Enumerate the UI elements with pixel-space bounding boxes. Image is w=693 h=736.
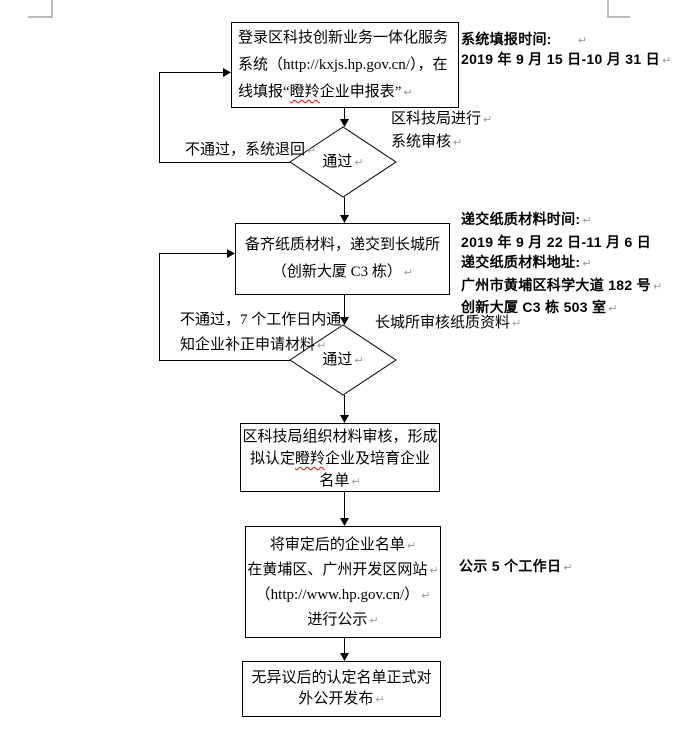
return-mark: ↵ <box>354 156 364 169</box>
ann2-line3: 递交纸质材料地址:↵ <box>461 254 592 270</box>
annotation-system-filing-time: 系统填报时间:↵ 2019 年 9 月 15 日-10 月 31 日↵ <box>461 30 671 70</box>
decision2-label: 通过↵ <box>322 352 364 368</box>
box3-line2: 拟认定瞪羚企业及培育企业 <box>249 451 431 467</box>
spellcheck-underline: 瞪羚 <box>294 451 325 467</box>
flow-box-online-filing: 登录区科技创新业务一体化服务 系统（http://kxjs.hp.gov.cn/… <box>231 22 459 108</box>
box3-line3: 名单↵ <box>319 473 361 489</box>
label-publicity-duration: 公示 5 个工作日↵ <box>459 558 573 574</box>
ann2-line1: 递交纸质材料时间:↵ <box>461 211 592 227</box>
box4-line3: （http://www.hp.gov.cn/）↵ <box>255 587 431 603</box>
decision-diamond-2 <box>289 324 397 396</box>
box4-line4: 进行公示↵ <box>307 612 379 628</box>
ann1-line1: 系统填报时间:↵ <box>461 31 588 47</box>
flow-box-material-review: 区科技局组织材料审核，形成 拟认定瞪羚企业及培育企业 名单↵ <box>240 423 440 492</box>
return-mark: ↵ <box>354 354 364 367</box>
box1-line3: 线填报“瞪羚企业申报表”↵ <box>238 84 413 100</box>
box2-line1: 备齐纸质材料，递交到长城所 <box>244 237 440 253</box>
ann2-line2: 2019 年 9 月 22 日-11 月 6 日 <box>461 233 652 250</box>
box4-line2: 在黄埔区、广州开发区网站↵ <box>247 562 439 578</box>
decision-diamond-1 <box>289 126 397 198</box>
box1-line2: 系统（http://kxjs.hp.gov.cn/），在 <box>238 57 448 73</box>
ann2-line5: 创新大厦 C3 栋 503 室↵ <box>461 299 618 315</box>
connector-lines <box>159 72 345 653</box>
box5-line1: 无异议后的认定名单正式对 <box>251 670 432 686</box>
page-corner-mark-right <box>607 0 630 18</box>
ann2-line4: 广州市黄埔区科学大道 182 号↵ <box>461 276 663 293</box>
return-mark: ↵ <box>512 317 522 330</box>
arrowheads <box>223 68 349 661</box>
return-mark: ↵ <box>608 302 618 315</box>
return-mark: ↵ <box>577 34 588 47</box>
return-mark: ↵ <box>317 339 327 352</box>
flow-box-paper-materials: 备齐纸质材料，递交到长城所 （创新大厦 C3 栋）↵ <box>235 223 450 295</box>
flow-box-publicity: 将审定后的企业名单↵ 在黄埔区、广州开发区网站↵ （http://www.hp.… <box>245 526 441 638</box>
return-mark: ↵ <box>429 564 439 577</box>
return-mark: ↵ <box>661 54 672 67</box>
box2-line2: （创新大厦 C3 栋）↵ <box>271 264 414 280</box>
ann1-line2: 2019 年 9 月 15 日-10 月 31 日↵ <box>461 51 672 67</box>
page-corner-mark-left <box>28 0 53 18</box>
feedback-line-1 <box>159 72 290 163</box>
label-paper-review: 长城所审核纸质资料↵ <box>375 315 522 331</box>
label-fail-system-return: 不通过，系统退回↵ <box>185 142 317 158</box>
box1-line1: 登录区科技创新业务一体化服务 <box>238 30 449 46</box>
box4-line1: 将审定后的企业名单↵ <box>269 537 417 553</box>
annotation-paper-submission: 递交纸质材料时间:↵ 2019 年 9 月 22 日-11 月 6 日 递交纸质… <box>461 209 662 320</box>
flow-box-final-release: 无异议后的认定名单正式对 外公开发布↵ <box>242 661 441 717</box>
return-mark: ↵ <box>307 144 317 157</box>
return-mark: ↵ <box>351 475 361 488</box>
feedback-line-2 <box>159 253 290 361</box>
spellcheck-underline: 瞪羚 <box>289 84 320 100</box>
return-mark: ↵ <box>369 614 379 627</box>
return-mark: ↵ <box>403 86 413 99</box>
return-mark: ↵ <box>582 257 592 270</box>
return-mark: ↵ <box>453 136 463 149</box>
box5-line2: 外公开发布↵ <box>298 691 385 707</box>
return-mark: ↵ <box>563 561 573 574</box>
label-system-review: 区科技局进行↵ 系统审核↵ <box>391 111 493 150</box>
return-mark: ↵ <box>403 266 414 279</box>
decision1-label: 通过↵ <box>322 154 364 170</box>
return-mark: ↵ <box>421 589 431 602</box>
box3-line1: 区科技局组织材料审核，形成 <box>242 429 438 445</box>
return-mark: ↵ <box>406 539 417 552</box>
return-mark: ↵ <box>652 279 663 293</box>
return-mark: ↵ <box>375 693 385 706</box>
return-mark: ↵ <box>483 113 493 126</box>
return-mark: ↵ <box>582 214 592 227</box>
label-fail-correction: 不通过，7 个工作日内通 知企业补正申请材料↵ <box>180 312 342 353</box>
